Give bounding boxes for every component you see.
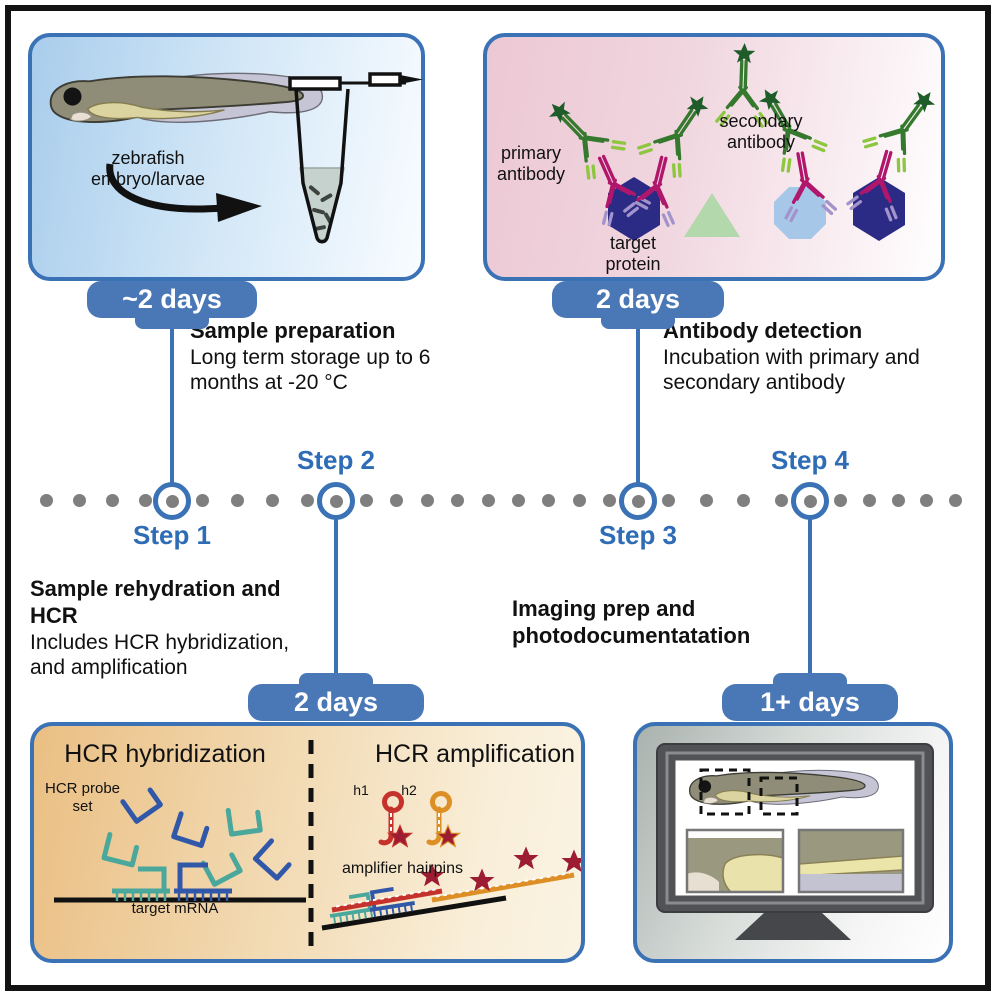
connector-step3	[636, 314, 640, 486]
amplifier-hairpins-label: amplifier hairpins	[342, 860, 463, 877]
sample-preparation-panel	[28, 33, 425, 281]
target-protein-label: target protein	[605, 233, 661, 275]
hcr-panel	[30, 722, 585, 963]
transfer-arrow-icon	[106, 163, 262, 222]
timeline-dots	[360, 494, 616, 507]
badge-tab	[135, 311, 209, 329]
secondary-antibody-label: secondary antibody	[719, 111, 803, 153]
badge-tab	[601, 311, 675, 329]
annotation-title: Sample preparation	[190, 318, 396, 343]
annotation-title: Antibody detection	[663, 318, 863, 343]
timeline-dots	[40, 494, 152, 507]
antibody-detection-panel	[483, 33, 945, 281]
target-triangle	[684, 193, 740, 237]
connector-step4	[808, 516, 812, 688]
connector-step1	[170, 314, 174, 486]
hcr-diagram	[54, 740, 581, 950]
step4-marker	[791, 482, 829, 520]
annotation-body: Incubation with primary and secondary an…	[663, 345, 920, 395]
monitor-illustration	[656, 743, 934, 940]
hcr-probe-set-label: HCR probe set	[44, 780, 121, 815]
duration-text: 2 days	[293, 687, 379, 717]
monitor-stand	[735, 912, 851, 940]
hcr-hybridization-title: HCR hybridization	[64, 740, 266, 768]
duration-text: 2 days	[595, 284, 681, 314]
step2-label: Step 2	[296, 445, 376, 475]
duration-text: ~2 days	[122, 284, 222, 314]
step3-marker	[619, 482, 657, 520]
step1-label: Step 1	[132, 520, 212, 550]
timeline-dots	[662, 494, 788, 507]
target-hexagon	[853, 177, 905, 241]
antibody-diagram	[487, 37, 941, 241]
primary-antibody-label: primary antibody	[496, 143, 566, 185]
duration-badge-step2: 2 days	[248, 673, 424, 721]
target-octagon	[774, 187, 826, 239]
badge-tab	[773, 673, 847, 691]
step2-marker	[317, 482, 355, 520]
step1-marker	[153, 482, 191, 520]
step4-label: Step 4	[770, 445, 850, 475]
figure-frame	[5, 5, 991, 991]
step3-annotation: Antibody detection Incubation with prima…	[663, 318, 951, 396]
step4-annotation: Imaging prep and photodocumentatation	[512, 596, 822, 650]
duration-badge-step3: 2 days	[552, 281, 724, 329]
zoom-image-left	[685, 828, 785, 894]
annotation-title: Imaging prep and photodocumentatation	[512, 596, 751, 648]
step3-label: Step 3	[598, 520, 678, 550]
timeline-dots	[834, 494, 962, 507]
microcentrifuge-tube-icon	[288, 72, 423, 244]
roi-box	[699, 768, 751, 816]
step2-annotation: Sample rehydration and HCR Includes HCR …	[30, 576, 292, 681]
zoom-image-right	[797, 828, 905, 894]
step1-annotation: Sample preparation Long term storage up …	[190, 318, 462, 396]
timeline-dots	[196, 494, 314, 507]
annotation-title: Sample rehydration and HCR	[30, 576, 281, 628]
target-mrna-label: target mRNA	[131, 900, 219, 917]
zebrafish-label: zebrafish embryo/larvae	[90, 148, 206, 190]
connector-step2	[334, 516, 338, 688]
roi-box	[759, 776, 799, 816]
duration-text: 1+ days	[760, 687, 860, 717]
annotation-body: Long term storage up to 6 months at -20 …	[190, 345, 431, 395]
amplification-backbone	[321, 895, 507, 931]
hcr-amplification-title: HCR amplification	[374, 740, 576, 768]
badge-tab	[299, 673, 373, 691]
duration-badge-step4: 1+ days	[722, 673, 898, 721]
annotation-body: Includes HCR hybridization, and amplific…	[30, 630, 290, 680]
hairpin-h2-label: h2	[401, 782, 417, 798]
imaging-panel	[633, 722, 953, 963]
duration-badge-step1: ~2 days	[87, 281, 257, 329]
hairpin-h1-label: h1	[353, 782, 369, 798]
